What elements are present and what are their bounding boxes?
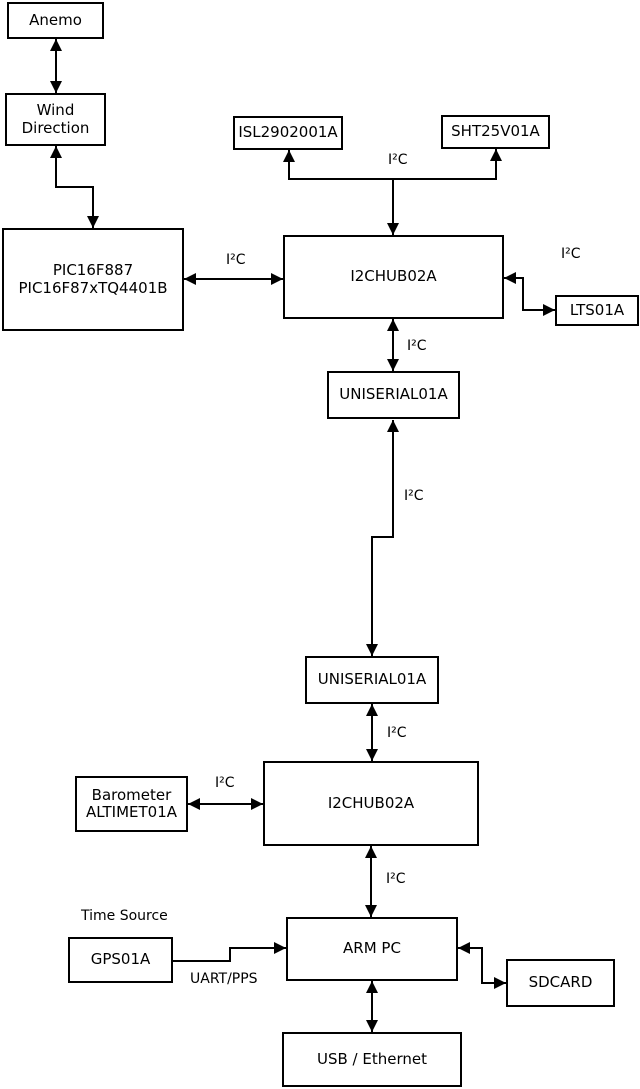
edge-label-i2c-barometer-hub2: I²C: [215, 775, 235, 791]
node-i2chub02a-1: I2CHUB02A: [283, 235, 504, 319]
edge-label-uart-pps: UART/PPS: [190, 971, 258, 987]
node-lts01a: LTS01A: [555, 295, 639, 326]
node-pic16f887: PIC16F887 PIC16F87xTQ4401B: [2, 228, 184, 331]
edge-gps-armpc: [173, 942, 286, 962]
node-isl2902001a: ISL2902001A: [233, 116, 343, 150]
edge-armpc-sdcard: [458, 942, 506, 989]
edge-label-i2c-pic-hub1: I²C: [226, 252, 246, 268]
node-uniserial01a-2: UNISERIAL01A: [305, 656, 439, 704]
node-gps01a: GPS01A: [68, 937, 173, 983]
node-sdcard: SDCARD: [506, 959, 615, 1007]
edge-uniserial1-uniserial2: [366, 420, 399, 656]
node-sht25v01a: SHT25V01A: [441, 115, 550, 149]
node-uniserial01a-1: UNISERIAL01A: [327, 371, 460, 419]
node-arm-pc: ARM PC: [286, 917, 458, 981]
edge-wind-pic: [50, 146, 99, 228]
edge-hub1-lts: [504, 272, 555, 316]
node-usb-ethernet: USB / Ethernet: [282, 1032, 462, 1087]
label-time-source: Time Source: [81, 908, 168, 924]
node-barometer-altimet01a: Barometer ALTIMET01A: [75, 776, 188, 832]
node-anemo: Anemo: [7, 2, 104, 39]
edge-label-i2c-hub1-sensors: I²C: [388, 152, 408, 168]
edge-label-i2c-uniserial2-hub2: I²C: [387, 725, 407, 741]
edge-label-i2c-hub1-lts: I²C: [561, 246, 581, 262]
edge-label-i2c-hub1-uniserial1: I²C: [407, 338, 427, 354]
node-i2chub02a-2: I2CHUB02A: [263, 761, 479, 846]
edge-branch-isl-sht: [283, 149, 502, 180]
edge-label-i2c-hub2-armpc: I²C: [386, 871, 406, 887]
edge-label-i2c-uniserial-link: I²C: [404, 488, 424, 504]
node-wind-direction: Wind Direction: [5, 93, 106, 146]
